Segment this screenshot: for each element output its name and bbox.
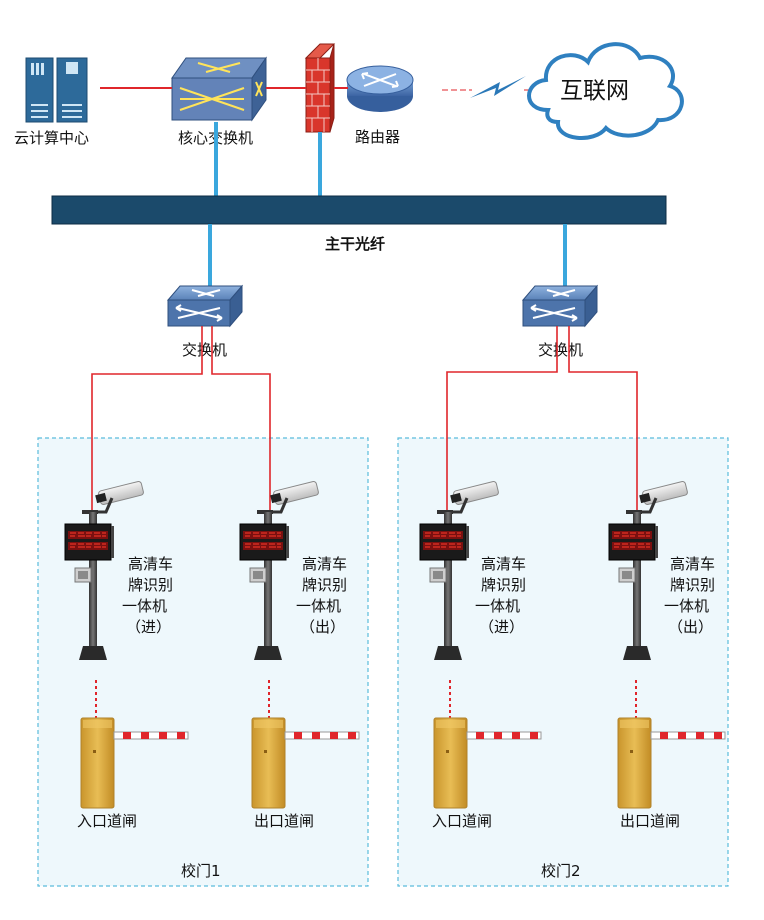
right-switch-label: 交换机: [538, 341, 583, 359]
gate1-exit-cam-l4: （出）: [300, 618, 345, 636]
gate1-title: 校门1: [181, 862, 221, 880]
gate2-exit-cam-l3: 一体机: [664, 597, 709, 615]
gate1-exit-cam-l3: 一体机: [296, 597, 341, 615]
internet-label: 互联网: [560, 78, 629, 104]
gate1-exit-barrier-label: 出口道闸: [254, 812, 314, 830]
gate2-exit-cam-l1: 高清车: [670, 555, 715, 573]
gate2-exit-cam-l4: （出）: [668, 618, 713, 636]
gate2-entry-cam-l1: 高清车: [481, 555, 526, 573]
gate2-exit-cam-l2: 牌识别: [670, 576, 715, 594]
datacenter-label: 云计算中心: [14, 129, 89, 147]
gate2-entry-cam-l4: （进）: [479, 618, 524, 636]
right-switch-icon: [522, 285, 598, 327]
router-icon: [346, 65, 414, 112]
gate1-entry-barrier-label: 入口道闸: [77, 812, 137, 830]
router-label: 路由器: [355, 128, 400, 146]
camera-cables: [91, 326, 638, 512]
backbone-bar: [51, 195, 667, 225]
gate2-entry-cam-l3: 一体机: [475, 597, 520, 615]
gate2-title: 校门2: [541, 862, 581, 880]
gate1-entry-cam-l1: 高清车: [128, 555, 173, 573]
gate2-exit-barrier-label: 出口道闸: [620, 812, 680, 830]
gate2-entry-cam-l2: 牌识别: [481, 576, 526, 594]
core-switch-icon: [171, 56, 267, 122]
firewall-icon: [304, 43, 336, 133]
pole-barrier-links: [95, 680, 637, 718]
gate1-entry-cam-l4: （进）: [126, 618, 171, 636]
cloud-icon: [527, 42, 684, 141]
left-switch-label: 交换机: [182, 341, 227, 359]
gate1-entry-cam-l2: 牌识别: [128, 576, 173, 594]
gate1-entry-cam-l3: 一体机: [122, 597, 167, 615]
backbone-label: 主干光纤: [325, 235, 385, 253]
server-icon: [25, 57, 88, 123]
gate1-exit-cam-l2: 牌识别: [302, 576, 347, 594]
gate2-entry-barrier-label: 入口道闸: [432, 812, 492, 830]
top-connections: [100, 87, 348, 196]
gate1-exit-cam-l1: 高清车: [302, 555, 347, 573]
left-switch-icon: [167, 285, 243, 327]
